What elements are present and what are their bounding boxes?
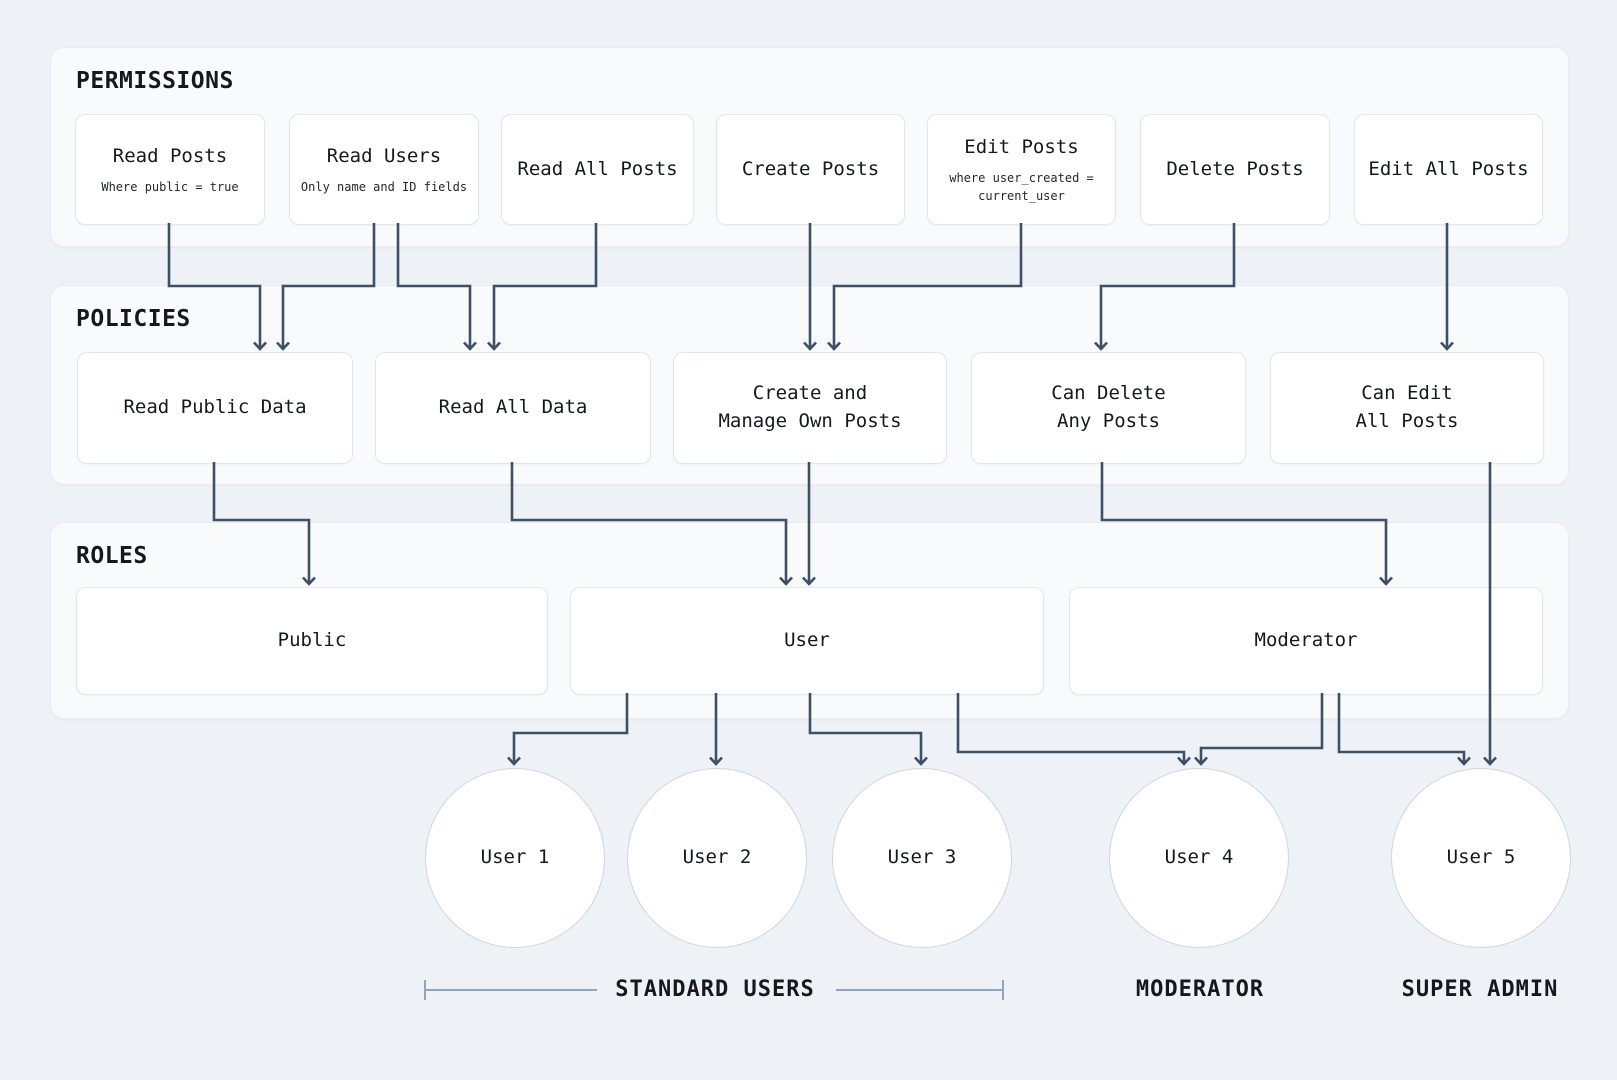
policy-node: Can Delete Any Posts	[971, 352, 1246, 464]
roles-panel-title: ROLES	[76, 543, 148, 569]
permission-label: Delete Posts	[1166, 157, 1304, 180]
permission-sublabel: Where public = true	[101, 179, 239, 194]
user-circle: User 4	[1109, 768, 1289, 948]
permission-label: Edit All Posts	[1368, 157, 1529, 180]
permission-label: Read Users	[326, 145, 442, 168]
permission-label: Edit Posts	[964, 136, 1079, 159]
policy-label: Read All Data	[438, 396, 588, 419]
user-circle-label: User 1	[480, 846, 550, 869]
permission-node: Delete Posts	[1140, 114, 1330, 225]
user-circle: User 2	[627, 768, 807, 948]
policy-node: Can Edit All Posts	[1270, 352, 1544, 464]
role-node: User	[570, 587, 1044, 695]
policy-label: Read Public Data	[123, 396, 307, 419]
user-circle: User 5	[1391, 768, 1571, 948]
permission-label: Create Posts	[741, 157, 880, 180]
policy-node: Create and Manage Own Posts	[673, 352, 947, 464]
role-label: Moderator	[1254, 629, 1358, 652]
role-label: Public	[277, 629, 347, 652]
role-node: Public	[76, 587, 548, 695]
permission-node: Edit All Posts	[1354, 114, 1543, 225]
policy-node: Read Public Data	[77, 352, 353, 464]
permission-sublabel: Only name and ID fields	[300, 179, 468, 194]
policy-label: Create and Manage Own Posts	[718, 382, 902, 432]
group-label-standard-users: STANDARD USERS	[615, 977, 815, 1002]
permission-node: Create Posts	[716, 114, 905, 225]
policy-node: Read All Data	[375, 352, 651, 464]
user-circle-label: User 5	[1446, 846, 1516, 869]
policy-label: Can Edit All Posts	[1355, 382, 1459, 432]
group-label-moderator: MODERATOR	[1135, 977, 1265, 1002]
group-label-super-admin: SUPER ADMIN	[1401, 977, 1559, 1002]
policy-label: Can Delete Any Posts	[1051, 382, 1166, 432]
user-circle-label: User 3	[887, 846, 957, 869]
user-circle-label: User 2	[682, 846, 752, 869]
user-circle: User 3	[832, 768, 1012, 948]
role-node: Moderator	[1069, 587, 1543, 695]
user-circle: User 1	[425, 768, 605, 948]
permission-label: Read All Posts	[517, 157, 678, 180]
permission-node: Read All Posts	[501, 114, 694, 225]
permission-label: Read Posts	[112, 145, 228, 168]
user-circle-label: User 4	[1164, 846, 1234, 869]
role-label: User	[784, 629, 830, 652]
policies-panel-title: POLICIES	[76, 306, 191, 332]
permissions-panel-title: PERMISSIONS	[76, 68, 234, 94]
permission-node: Edit Posts where user_created = current_u…	[927, 114, 1116, 225]
permission-sublabel: where user_created = current_user	[949, 170, 1094, 203]
